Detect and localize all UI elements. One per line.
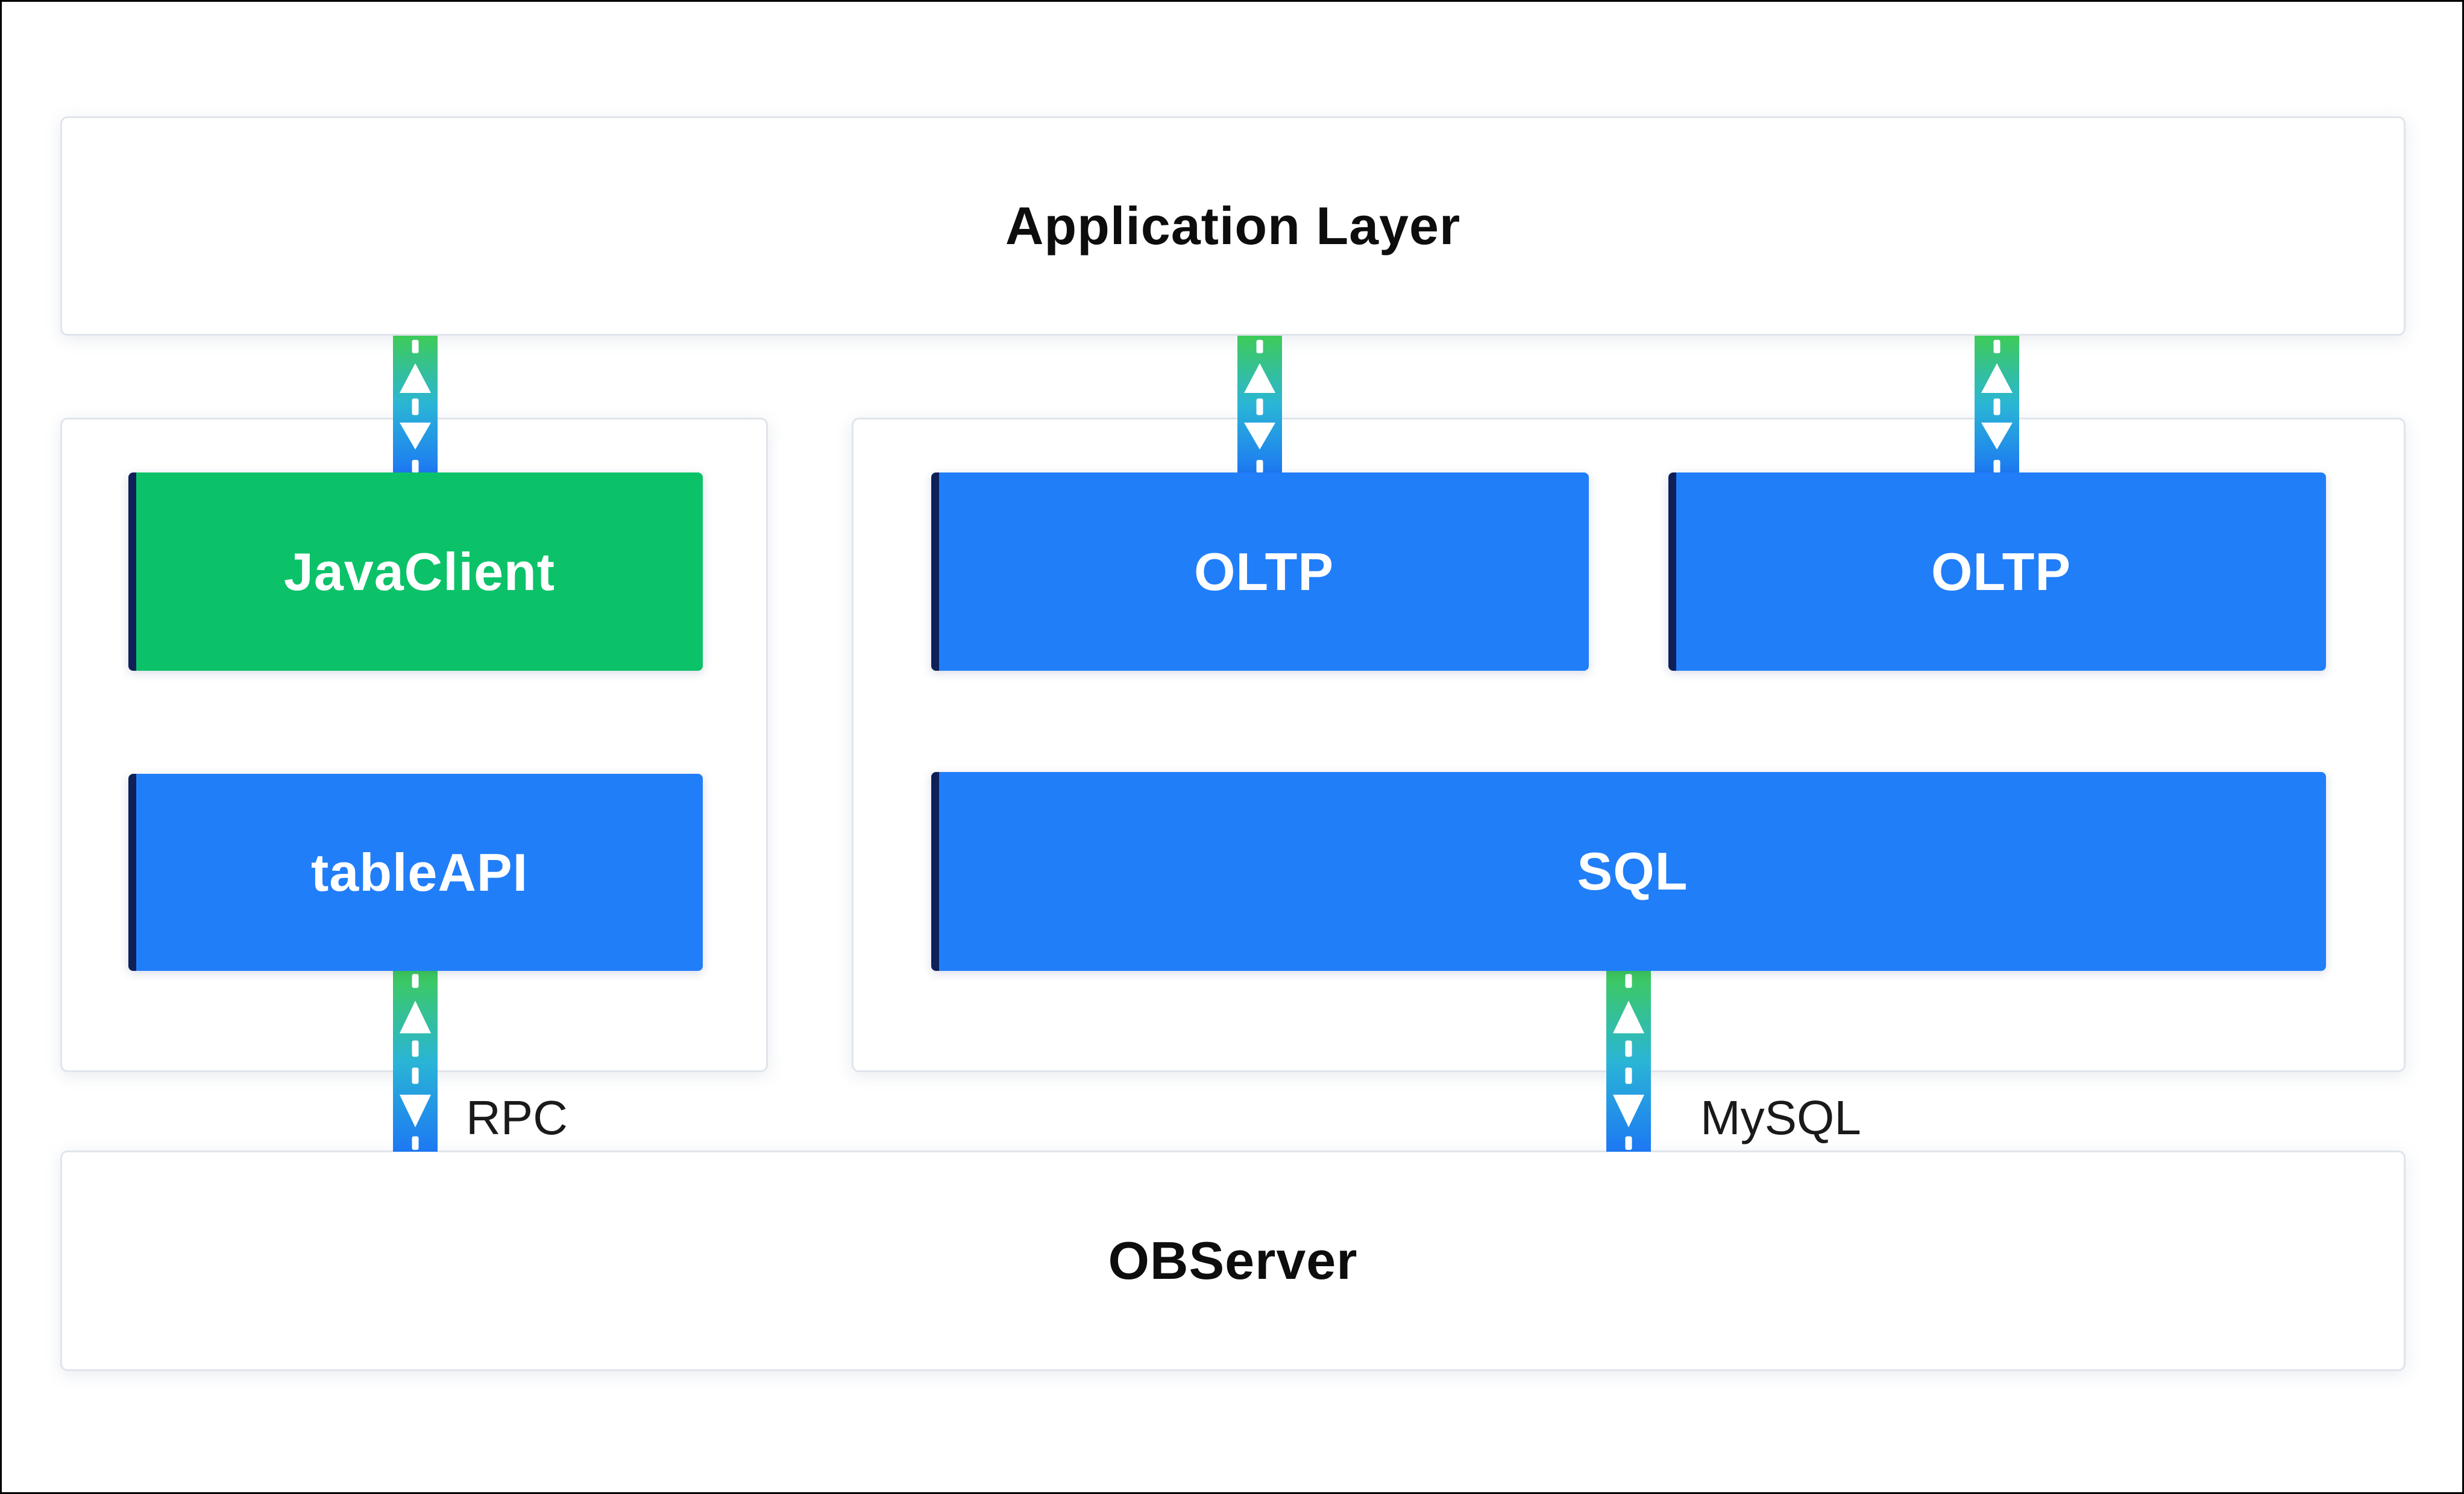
- node-javaclient: JavaClient: [128, 472, 703, 671]
- obserber-layer-title: OBServer: [1108, 1231, 1358, 1290]
- node-javaclient-label: JavaClient: [283, 541, 556, 601]
- node-tableapi-label: tableAPI: [310, 842, 529, 902]
- node-oltp-2: OLTP: [1668, 472, 2326, 671]
- rpc-connection-label: RPC: [466, 1091, 568, 1144]
- node-sql-label: SQL: [1577, 841, 1688, 901]
- application-layer-title: Application Layer: [1005, 196, 1461, 256]
- mysql-connection-label: MySQL: [1700, 1091, 1861, 1144]
- node-sql: SQL: [931, 772, 2326, 971]
- node-tableapi: tableAPI: [128, 774, 703, 971]
- application-layer-box: Application Layer: [60, 116, 2406, 336]
- arrow-app-oltp-2: [1975, 336, 2019, 474]
- obserber-layer-box: OBServer: [60, 1150, 2406, 1371]
- arrow-tableapi-observer: [393, 971, 438, 1152]
- arrow-app-oltp-1: [1237, 336, 1282, 474]
- arrow-sql-observer: [1606, 971, 1651, 1152]
- node-oltp-1: OLTP: [931, 472, 1589, 671]
- node-oltp-1-label: OLTP: [1193, 541, 1334, 601]
- arrow-app-javaclient: [393, 336, 438, 474]
- node-oltp-2-label: OLTP: [1931, 541, 2072, 601]
